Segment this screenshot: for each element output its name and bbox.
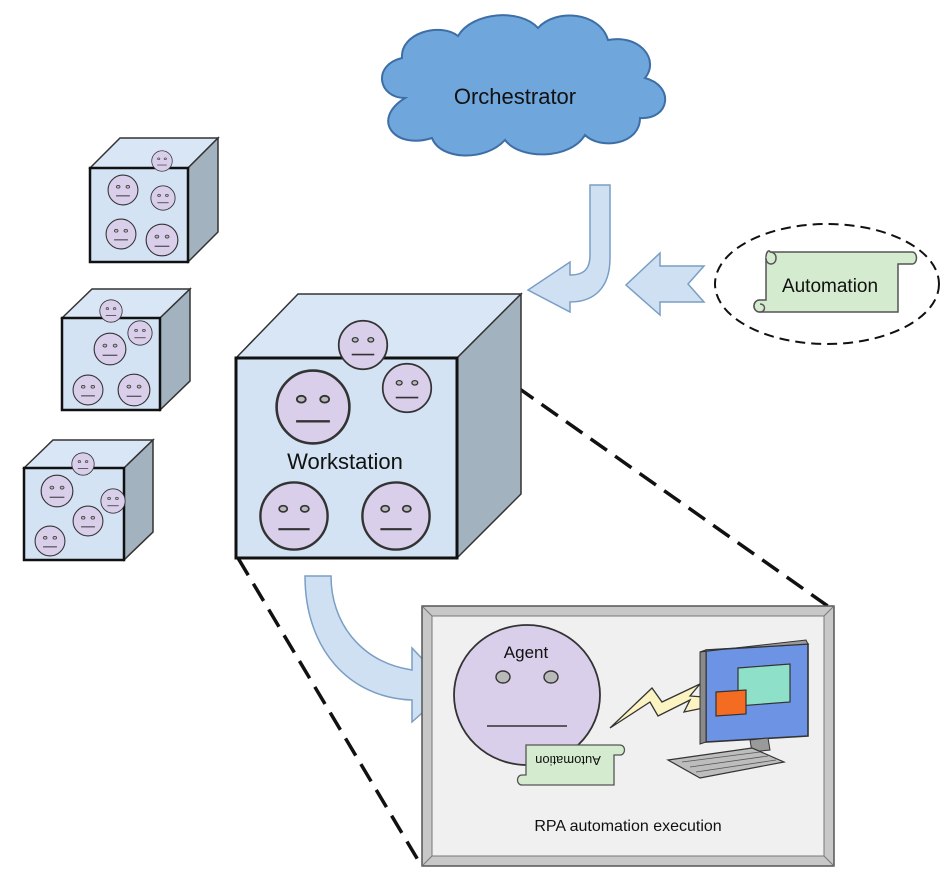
- agent-label: Agent: [504, 643, 549, 662]
- robot-face-icon: [151, 150, 173, 172]
- workstation-label: Workstation: [287, 449, 403, 474]
- robot-face-icon: [127, 320, 153, 346]
- agent-eye: [495, 670, 511, 684]
- zoom-line-top: [515, 385, 834, 611]
- agent: Agent: [453, 624, 601, 766]
- agent-automation-scroll: Automation: [516, 744, 626, 786]
- small-workstation-cube: [22, 438, 155, 562]
- robot-face-icon: [259, 481, 329, 551]
- agent-automation-label: Automation: [535, 753, 601, 768]
- robot-face-icon: [100, 488, 126, 514]
- automation-dashed-boundary: [714, 223, 940, 345]
- robot-face-icon: [337, 319, 389, 371]
- robot-face-icon: [40, 474, 74, 508]
- robot-face-icon: [93, 332, 127, 366]
- scroll-icon: [753, 250, 918, 313]
- cloud-shape: [381, 14, 666, 157]
- arrow-automation-to-workstation: [624, 251, 706, 317]
- arrow-orchestrator-to-workstation: [526, 184, 611, 314]
- rpa-execution-panel: Agent Automation RPA automation executio…: [421, 605, 835, 867]
- agent-eye: [543, 670, 559, 684]
- automation-package: Automation: [714, 223, 940, 345]
- app-window-orange: [715, 689, 747, 717]
- small-workstation-cube: [88, 136, 220, 264]
- robot-face-icon: [72, 374, 104, 406]
- robot-face-icon: [99, 299, 123, 323]
- robot-face-icon: [275, 369, 351, 445]
- robot-face-icon: [361, 481, 431, 551]
- workstation-cube: Workstation: [234, 292, 523, 560]
- automation-label: Automation: [782, 276, 878, 297]
- robot-face-icon: [105, 218, 137, 250]
- robot-face-icon: [72, 505, 104, 537]
- small-workstation-cube: [60, 287, 192, 412]
- keyboard: [666, 747, 787, 779]
- robot-face-icon: [145, 223, 179, 257]
- execution-caption: RPA automation execution: [534, 818, 721, 835]
- orchestrator-label: Orchestrator: [454, 84, 576, 109]
- robot-face-icon: [117, 373, 151, 407]
- robot-face-icon: [71, 452, 95, 476]
- robot-face-icon: [150, 185, 176, 211]
- robot-face-icon: [34, 525, 66, 557]
- computer-icon: [666, 639, 809, 779]
- robot-face-icon: [107, 174, 139, 206]
- orchestrator-cloud: Orchestrator: [381, 14, 666, 157]
- robot-face-icon: [381, 362, 433, 414]
